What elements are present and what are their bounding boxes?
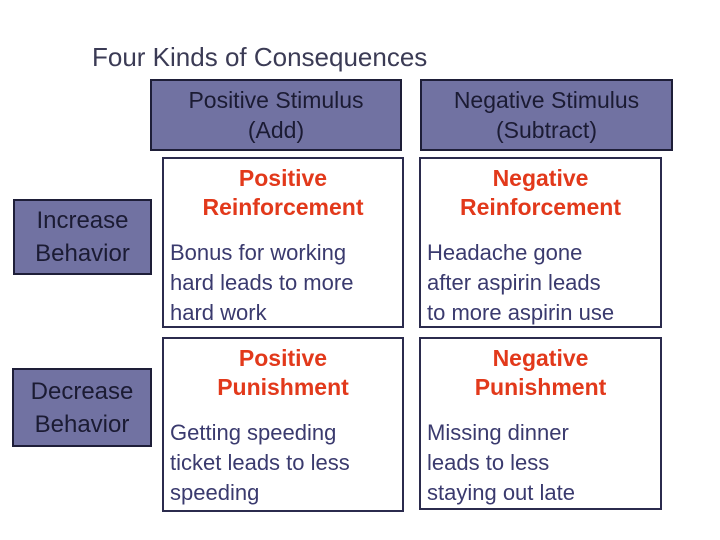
cell-heading-negative-punishment: Negative Punishment <box>474 345 607 400</box>
cell-negative-reinforcement: Negative Reinforcement Headache gone aft… <box>419 157 662 328</box>
cell-body-positive-punishment: Getting speeding ticket leads to less sp… <box>170 420 350 505</box>
column-header-negative-stimulus: Negative Stimulus (Subtract) <box>420 79 673 151</box>
cell-heading-positive-punishment: Positive Punishment <box>217 345 349 400</box>
row-label-decrease-behavior: Decrease Behavior <box>12 368 152 447</box>
cell-heading-positive-reinforcement: Positive Reinforcement <box>202 165 364 220</box>
cell-negative-punishment: Negative Punishment Missing dinner leads… <box>419 337 662 510</box>
cell-heading-negative-reinforcement: Negative Reinforcement <box>459 165 622 220</box>
cell-body-negative-reinforcement: Headache gone after aspirin leads to mor… <box>427 240 615 325</box>
cell-body-negative-punishment: Missing dinner leads to less staying out… <box>427 420 575 505</box>
cell-positive-punishment: Positive Punishment Getting speeding tic… <box>162 337 404 512</box>
row-label-increase-behavior: Increase Behavior <box>13 199 152 275</box>
slide-title: Four Kinds of Consequences <box>92 42 428 72</box>
column-header-positive-stimulus: Positive Stimulus (Add) <box>150 79 402 151</box>
cell-positive-reinforcement: Positive Reinforcement Bonus for working… <box>162 157 404 328</box>
cell-body-positive-reinforcement: Bonus for working hard leads to more har… <box>170 240 354 325</box>
